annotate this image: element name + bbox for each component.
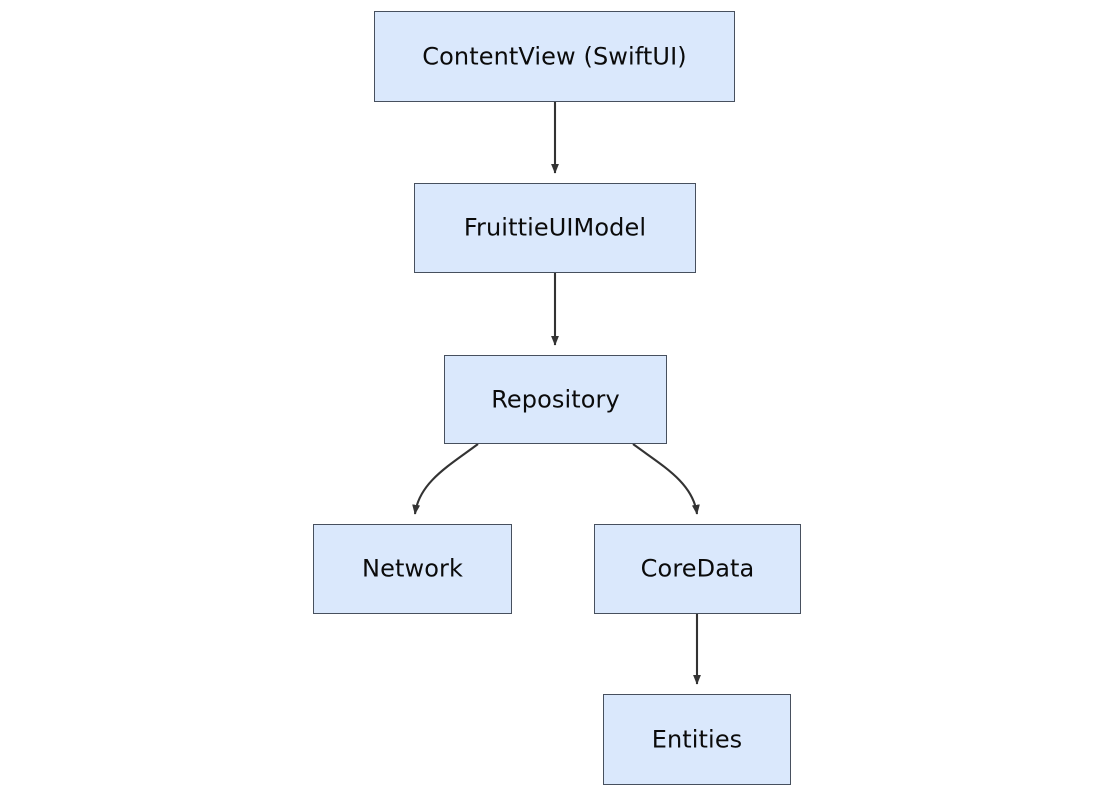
node-fruittieuimodel-label: FruittieUIModel	[463, 213, 647, 242]
node-contentview[interactable]: ContentView (SwiftUI)	[374, 11, 735, 102]
node-repository[interactable]: Repository	[444, 355, 667, 444]
node-coredata[interactable]: CoreData	[594, 524, 801, 614]
edge-repository-to-network	[412, 443, 479, 515]
node-fruittieuimodel[interactable]: FruittieUIModel	[414, 183, 696, 273]
edge-repository-to-coredata	[632, 443, 700, 515]
node-contentview-label: ContentView (SwiftUI)	[422, 42, 687, 70]
node-coredata-label: CoreData	[640, 554, 755, 583]
node-network[interactable]: Network	[313, 524, 512, 614]
node-entities[interactable]: Entities	[603, 694, 791, 785]
node-entities-label: Entities	[651, 725, 743, 753]
node-network-label: Network	[362, 554, 463, 583]
node-repository-label: Repository	[491, 385, 620, 413]
